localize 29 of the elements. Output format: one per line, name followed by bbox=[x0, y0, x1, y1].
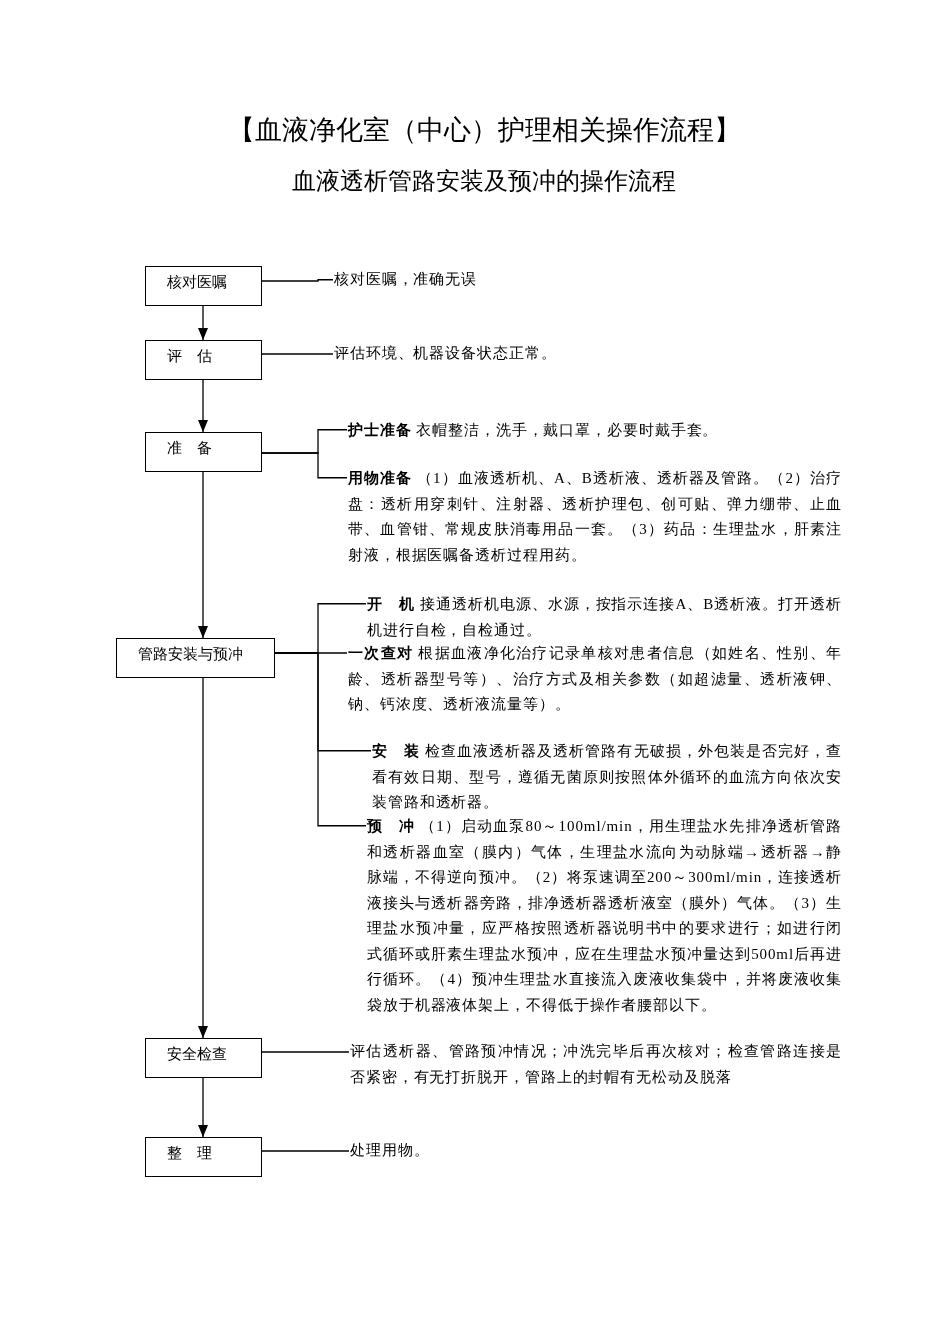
subtitle: 血液透析管路安装及预冲的操作流程 bbox=[292, 167, 676, 195]
arrow bbox=[198, 471, 208, 639]
process-box: 评 估 bbox=[145, 340, 262, 380]
step-description: 核对医嘱，准确无误 bbox=[334, 267, 834, 293]
step-description: 护士准备 衣帽整洁，洗手，戴口罩，必要时戴手套。 bbox=[348, 417, 842, 444]
step-description: 安 装 检查血液透析器及透析管路有无破损，外包装是否完好，查看有效日期、型号，遵循无菌原则按照体外循环的血流方向依次安装管路和透析器。 bbox=[372, 738, 842, 816]
step-description: 处理用物。 bbox=[350, 1138, 842, 1164]
step-description: 预 冲 （1）启动血泵80～100ml/min，用生理盐水先排净透析管路和透析器血室（膜内）气体，生理盐水流向为动脉端→透析器→静脉端，不得逆向预冲。（2）将泵速调至200～300ml/min，连接透析液接头与透析器旁路，排净透析器透析液室（膜外）气体。（3）生理盐水预冲量，应严格按照透析器说明书中的要求进行；如进行闭式循环或肝素生理盐水预冲，应在生理盐水预冲量达到500ml后再进行循环。（4）预冲生理盐水直接流入废液收集袋中，并将废液收集袋放于机器液体架上，不得低于操作者腰部以下。 bbox=[367, 813, 842, 1018]
arrow bbox=[198, 677, 208, 1039]
arrow bbox=[198, 1077, 208, 1138]
connector-line bbox=[261, 279, 334, 282]
step-description: 用物准备 （1）血液透析机、A、B透析液、透析器及管路。（2）治疗盘：透析用穿刺针、注射器、透析护理包、创可贴、弹力绷带、止血带、血管钳、常规皮肤消毒用品一套。（3）药品：生理盐水，肝素注射液，根据医嘱备透析过程用药。 bbox=[348, 465, 842, 568]
step-description: 评估透析器、管路预冲情况；冲洗完毕后再次核对；检查管路连接是否紧密，有无打折脱开，管路上的封帽有无松动及脱落 bbox=[350, 1039, 842, 1090]
connector-line bbox=[261, 1051, 350, 1053]
process-box: 核对医嘱 bbox=[145, 266, 262, 306]
connector-line bbox=[261, 353, 334, 355]
process-box: 整 理 bbox=[145, 1137, 262, 1177]
arrow bbox=[198, 305, 208, 341]
connector-line bbox=[261, 1150, 350, 1152]
process-box: 管路安装与预冲 bbox=[116, 638, 275, 678]
title: 【血液净化室（中心）护理相关操作流程】 bbox=[227, 114, 741, 145]
step-description: 开 机 接通透析机电源、水源，按指示连接A、B透析液。打开透析机进行自检，自检通过。 bbox=[367, 591, 842, 643]
arrow bbox=[198, 379, 208, 433]
connector-line bbox=[274, 652, 367, 827]
step-description: 一次查对 根据血液净化治疗记录单核对患者信息（如姓名、性别、年龄、透析器型号等）、治疗方式及相关参数（如超滤量、透析液钾、钠、钙浓度、透析液流量等）。 bbox=[348, 640, 842, 718]
process-box: 准 备 bbox=[145, 432, 262, 472]
process-box: 安全检查 bbox=[145, 1038, 262, 1078]
connector-line bbox=[261, 452, 348, 479]
step-description: 评估环境、机器设备状态正常。 bbox=[334, 341, 834, 367]
